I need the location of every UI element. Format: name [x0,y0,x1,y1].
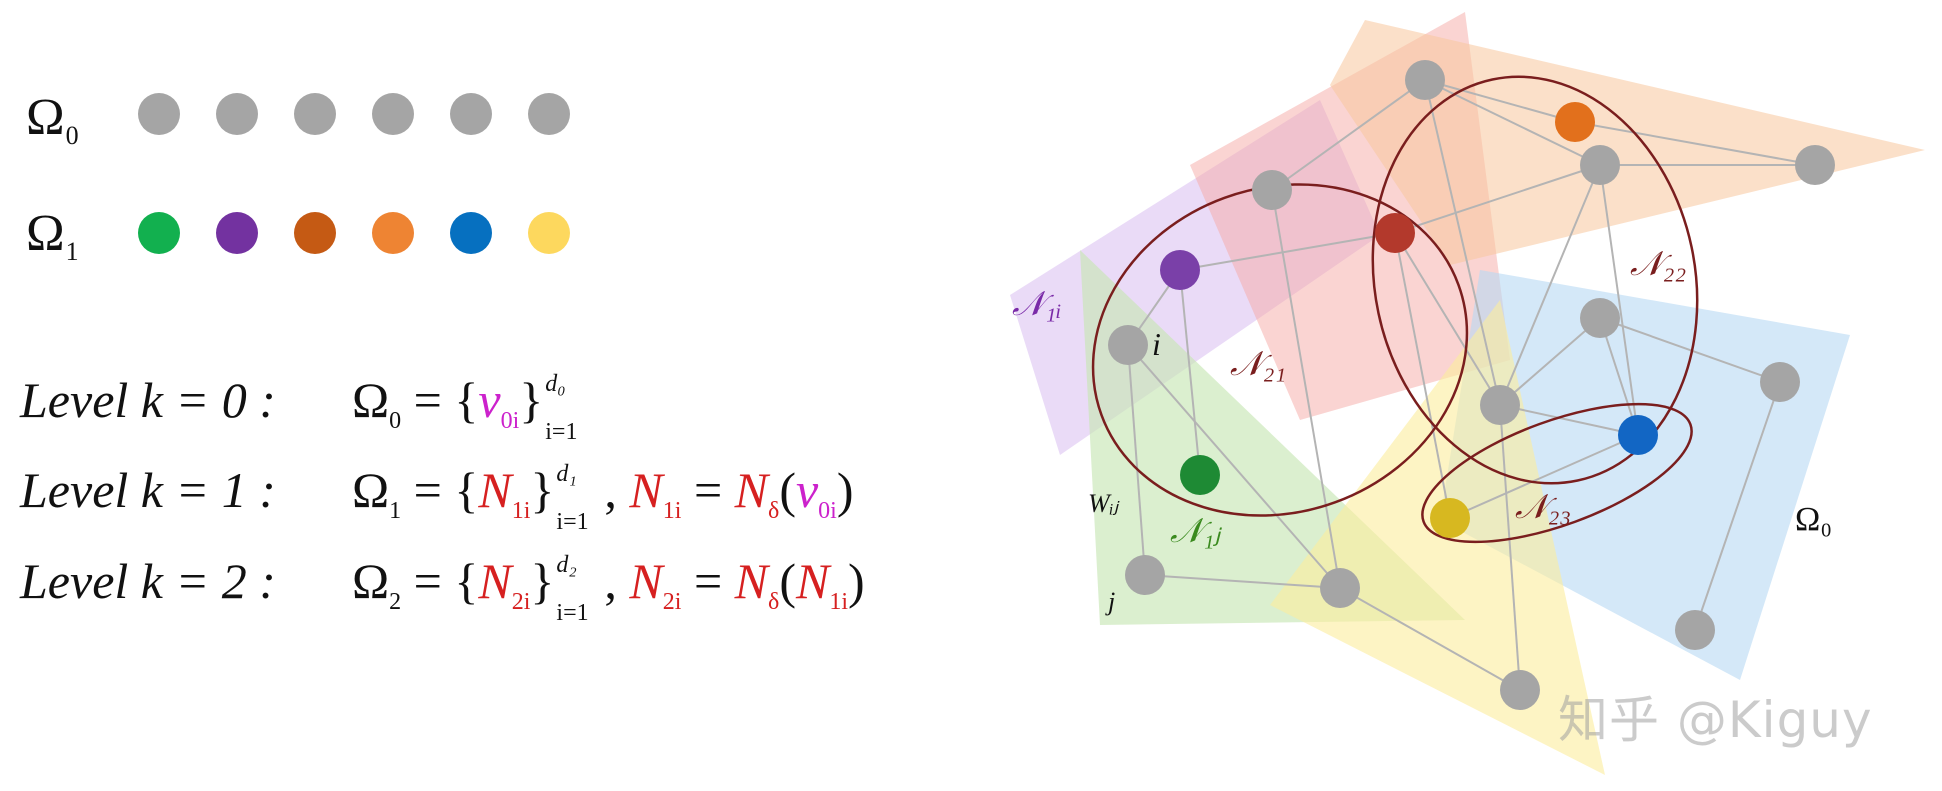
gray-node-dot [450,93,492,135]
omega0-dot-row [138,93,570,135]
graph-edges [1127,79,1816,691]
n21-ellipse [1091,183,1469,517]
gray-node-dot [294,93,336,135]
blue-node-dot [450,212,492,254]
red-node [1375,213,1415,253]
yellow-region [1270,300,1605,775]
gray-node [1760,362,1800,402]
omega0-region-label: Ω₀ [1795,501,1832,538]
graph-nodes [1108,60,1835,710]
gray-node-dot [372,93,414,135]
n1i-label: 𝒩₁ᵢ [1012,286,1062,323]
n1j-label: 𝒩₁ⱼ [1170,513,1222,550]
gray-node [1252,170,1292,210]
n23-ellipse [1421,402,1693,544]
omega1-label: Ω1 [26,205,79,266]
n22-label: 𝒩₂₂ [1630,246,1686,283]
omega0-label: Ω0 [26,89,79,150]
level-2-label: Level k = 2 : [20,553,276,609]
green-node [1180,455,1220,495]
gray-node [1125,555,1165,595]
node-i-label: i [1152,326,1161,362]
gray-node [1675,610,1715,650]
n23-label: 𝒩₂₃ [1515,489,1571,526]
yellow-node-dot [528,212,570,254]
gray-node-dot [528,93,570,135]
gray-node [1405,60,1445,100]
level-0-label: Level k = 0 : [20,372,276,428]
gray-node [1108,325,1148,365]
wij-label: Wᵢⱼ [1088,489,1120,518]
gray-node [1480,385,1520,425]
watermark: 知乎 @Kiguy [1558,691,1873,749]
orange-region [1330,20,1925,265]
blue-region [1440,270,1850,680]
green-node-dot [138,212,180,254]
dark-orange-node-dot [294,212,336,254]
orange-node [1555,102,1595,142]
blue-node [1618,415,1658,455]
gray-node [1320,568,1360,608]
gray-node [1580,145,1620,185]
neighborhood-ellipses [1091,75,1699,544]
gray-node [1500,670,1540,710]
gray-node-dot [138,93,180,135]
gray-node [1795,145,1835,185]
gray-node [1580,298,1620,338]
orange-node-dot [372,212,414,254]
n22-ellipse [1371,75,1699,485]
purple-node [1160,250,1200,290]
n21-label: 𝒩₂₁ [1230,346,1286,383]
purple-node-dot [216,212,258,254]
gray-node-dot [216,93,258,135]
yellow-node [1430,498,1470,538]
omega1-dot-row [138,212,570,254]
level-1-label: Level k = 1 : [20,462,276,518]
node-j-label: j [1105,587,1115,616]
